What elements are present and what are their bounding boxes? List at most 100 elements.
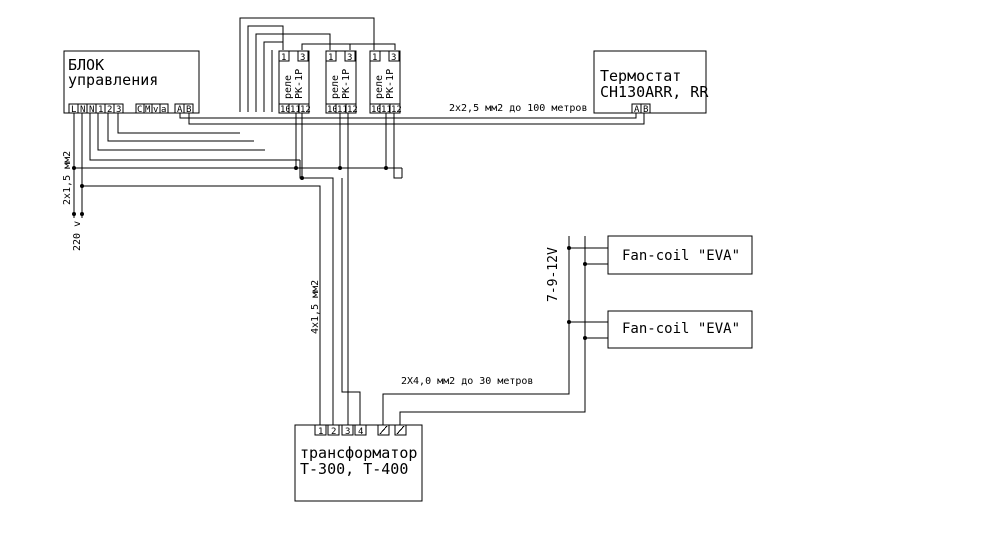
relay-terminal-label: 3 [300, 53, 305, 63]
junction-dot [384, 166, 388, 170]
transformer-frame [294, 424, 423, 502]
relay-terminal-1 [369, 50, 381, 62]
mains-terminal-l [72, 212, 76, 216]
relay-terminal-1 [325, 50, 337, 62]
relay-2: 1 3 реле РК-1Р 10 11 12 [325, 50, 358, 115]
transformer-terminal-3 [341, 424, 354, 436]
relay-label-line1: реле [330, 75, 341, 99]
transformer-terminal-1 [314, 424, 327, 436]
relay-terminal-12 [298, 103, 310, 114]
terminal-a-small [159, 103, 169, 114]
terminal-label: v [153, 105, 158, 115]
junction-dot [338, 166, 342, 170]
relay-terminal-label: 1 [281, 53, 286, 63]
terminal-label: N [89, 105, 94, 115]
control-block: БЛОК управления L N N 1 2 3 C M v a A [63, 50, 200, 115]
junction-dot [294, 166, 298, 170]
transformer-title-line1: трансформатор [300, 444, 417, 462]
relay-terminal-label: 1 [328, 53, 333, 63]
relay-terminal-3 [344, 50, 356, 62]
transformer-terminal-4 [354, 424, 367, 436]
relay-3: 1 3 реле РК-1Р 10 11 12 [369, 50, 402, 115]
thermostat-frame [593, 50, 707, 114]
terminal-label: M [145, 105, 151, 115]
relay-terminal-label: 11 [290, 105, 301, 115]
fancoil-label: Fan-coil "EVA" [622, 321, 740, 337]
relay-terminal-label: 11 [381, 105, 392, 115]
thermostat-terminal-b [640, 103, 651, 114]
junction-dot [72, 166, 76, 170]
terminal-label: 1 [318, 427, 323, 437]
junction-dot [567, 320, 571, 324]
terminal-label: 2 [331, 427, 336, 437]
cable-label-transformer: 4x1,5 мм2 [310, 280, 321, 334]
wires [73, 17, 645, 425]
relay-terminal-1 [278, 50, 290, 62]
relay-terminal-label: 1 [372, 53, 377, 63]
relay-terminal-label: 10 [280, 105, 291, 115]
relay-terminal-label: 3 [391, 53, 396, 63]
terminal-3 [113, 103, 124, 114]
fancoil-1: Fan-coil "EVA" [607, 235, 753, 275]
relay-label-line2: РК-1Р [294, 69, 305, 99]
terminal-label: A [177, 105, 183, 115]
voltage-label-220: 220 v [72, 221, 83, 251]
relay-1: 1 3 реле РК-1Р 10 11 12 [278, 50, 311, 115]
terminal-label: A [634, 105, 640, 115]
relay-label-line2: РК-1Р [341, 69, 352, 99]
terminal-label: 3 [345, 427, 350, 437]
fancoil-frame [607, 235, 753, 275]
relay-terminal-label: 10 [327, 105, 338, 115]
cable-label-power: 2x1,5 мм2 [62, 151, 73, 205]
transformer-terminal-2 [327, 424, 340, 436]
terminal-b [183, 103, 194, 114]
thermostat-title-line1: Термостат [600, 67, 681, 85]
junction-dot [300, 176, 304, 180]
relay-terminal-label: 11 [337, 105, 348, 115]
thermostat: Термостат CH130ARR, RR A B [593, 50, 709, 115]
thermostat-title-line2: CH130ARR, RR [600, 83, 709, 101]
terminal-label: L [71, 105, 76, 115]
control-block-frame [63, 50, 200, 114]
control-block-title-line2: управления [68, 71, 158, 89]
junction-dot [583, 262, 587, 266]
relay-terminal-label: 12 [300, 105, 311, 115]
cable-label-fancoil: 2X4,0 мм2 до 30 метров [401, 376, 533, 387]
relay-terminal-3 [388, 50, 400, 62]
control-block-title-line1: БЛОК [68, 56, 104, 74]
junction-dots [72, 166, 587, 340]
terminal-label: B [186, 105, 191, 115]
voltage-label-fancoil: 7-9-12V [546, 247, 561, 302]
transformer: 1 2 3 4 трансформатор Т-300, Т-400 [294, 424, 423, 502]
relay-label-line1: реле [283, 75, 294, 99]
terminal-label: 2 [107, 105, 112, 115]
junction-dot [80, 184, 84, 188]
fancoil-label: Fan-coil "EVA" [622, 248, 740, 264]
terminal-label: N [80, 105, 85, 115]
relay-terminal-label: 10 [371, 105, 382, 115]
terminal-slash-icon [379, 425, 388, 435]
mains-terminal-n [80, 212, 84, 216]
terminal-label: 3 [116, 105, 121, 115]
relay-label-line2: РК-1Р [385, 69, 396, 99]
relay-terminal-3 [297, 50, 309, 62]
relay-terminal-label: 12 [391, 105, 402, 115]
terminal-label: 4 [358, 427, 363, 437]
terminal-label: a [161, 105, 166, 115]
transformer-title-line2: Т-300, Т-400 [300, 460, 408, 478]
terminal-label: B [643, 105, 648, 115]
terminal-label: C [137, 105, 142, 115]
fancoil-2: Fan-coil "EVA" [607, 310, 753, 349]
cable-label-thermostat: 2x2,5 мм2 до 100 метров [449, 103, 587, 114]
relay-label-line1: реле [374, 75, 385, 99]
relay-terminal-label: 3 [347, 53, 352, 63]
junction-dot [583, 336, 587, 340]
control-block-terminals: L N N 1 2 3 C M v a A B [68, 103, 194, 115]
relay-terminal-12 [389, 103, 401, 114]
terminal-label: 1 [98, 105, 103, 115]
relay-terminal-label: 12 [347, 105, 358, 115]
junction-dot [567, 246, 571, 250]
relay-terminal-12 [345, 103, 357, 114]
fancoil-frame [607, 310, 753, 349]
